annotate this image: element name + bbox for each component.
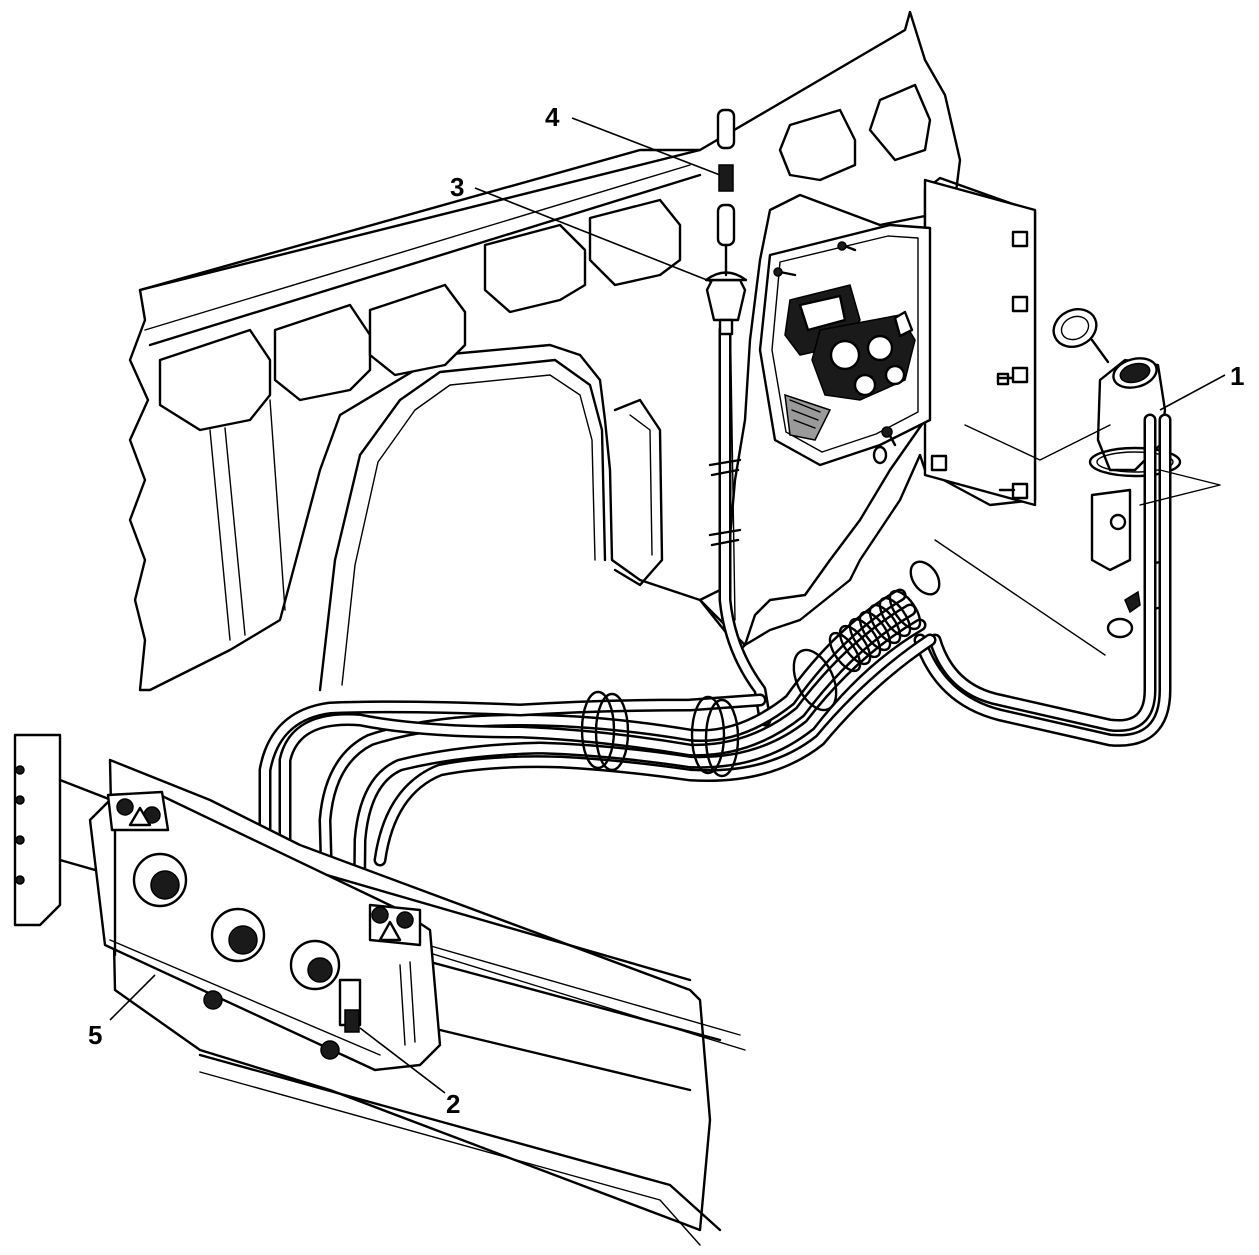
evap-canister <box>88 790 442 1072</box>
corrugated-sleeve <box>828 560 941 673</box>
callout-leaders <box>109 117 1226 1094</box>
callout-3: 3 <box>450 172 464 202</box>
callout-1: 1 <box>1230 361 1244 391</box>
filler-neck-assembly <box>913 308 1221 747</box>
inline-filter <box>704 271 748 336</box>
callout-labels: 1 2 3 4 5 <box>88 102 1244 1119</box>
callout-2: 2 <box>446 1089 460 1119</box>
evap-valve-assembly <box>773 241 1016 492</box>
callout-5: 5 <box>88 1020 102 1050</box>
callout-4: 4 <box>545 102 560 132</box>
tube-bundle <box>258 323 941 1037</box>
hose-connector <box>716 108 736 277</box>
body-panel <box>128 10 1037 692</box>
